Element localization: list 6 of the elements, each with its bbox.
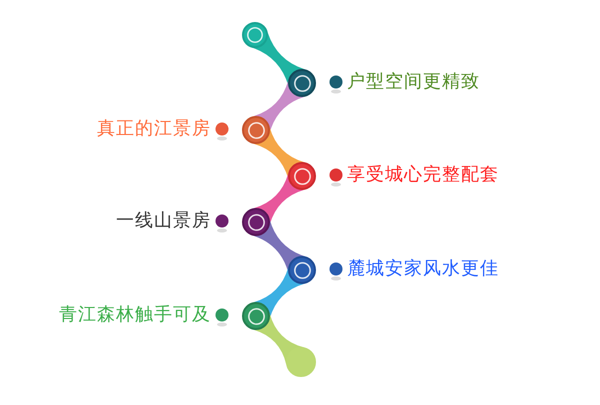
caption-text: 真正的江景房	[97, 119, 211, 139]
caption-text: 麓城安家风水更佳	[347, 259, 499, 279]
caption-text: 一线山景房	[116, 211, 211, 231]
caption-text: 享受城心完整配套	[347, 165, 499, 185]
caption-text: 户型空间更精致	[347, 72, 480, 92]
caption-text: 青江森林触手可及	[59, 305, 211, 325]
